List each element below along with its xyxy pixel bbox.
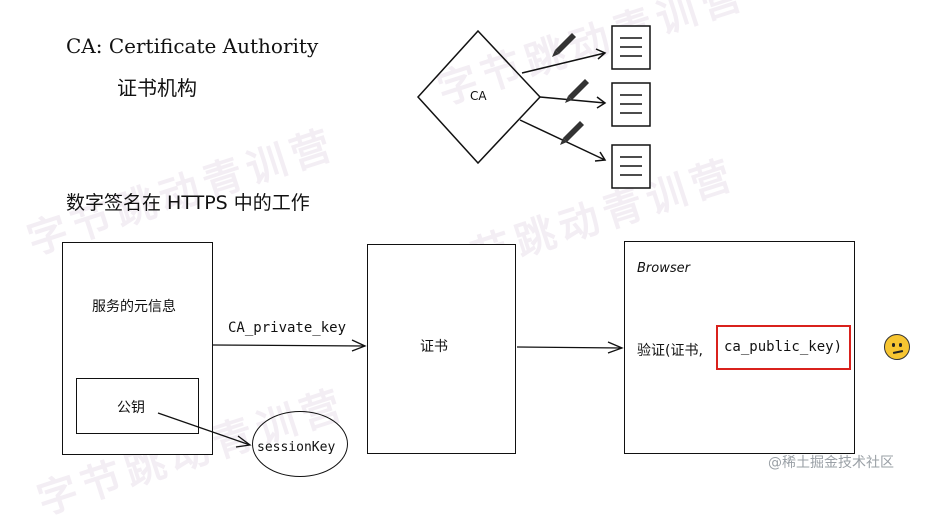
arrow-pubkey-to-session	[157, 412, 251, 446]
public-key-label: 公钥	[117, 400, 145, 416]
document-icon	[611, 144, 651, 189]
ca-private-key-label: CA_private_key	[228, 320, 347, 336]
ca-arrow-middle	[539, 96, 606, 104]
section-title: 数字签名在 HTTPS 中的工作	[66, 192, 310, 214]
arrow-server-to-cert	[212, 344, 366, 347]
title-chinese: 证书机构	[117, 76, 197, 100]
browser-box	[624, 241, 855, 454]
pencil-icon	[552, 33, 576, 57]
thinking-emoji-icon	[884, 334, 910, 360]
ca-diagram	[416, 25, 651, 189]
document-icon	[611, 25, 651, 70]
certificate-label: 证书	[420, 339, 448, 355]
server-meta-label: 服务的元信息	[92, 299, 176, 315]
session-key-ellipse	[252, 411, 348, 477]
document-icon	[611, 82, 651, 127]
ca-public-key-highlight	[716, 325, 851, 370]
browser-title: Browser	[637, 261, 690, 276]
ca-arrow-top	[521, 52, 606, 74]
pencil-icon	[565, 79, 589, 103]
public-key-box	[76, 378, 199, 434]
verify-label: 验证(证书,	[637, 343, 703, 359]
pencil-icon	[560, 121, 584, 145]
title-english: CA: Certificate Authority	[66, 34, 319, 58]
ca-diamond	[416, 29, 542, 165]
watermark-credit: @稀土掘金技术社区	[768, 455, 894, 471]
arrow-cert-to-browser	[516, 346, 623, 349]
ca-label: CA	[470, 89, 487, 103]
ca-public-key-text: ca_public_key)	[724, 339, 843, 355]
certificate-box	[367, 244, 516, 454]
session-key-label: sessionKey	[257, 440, 336, 455]
flow-arrows	[157, 339, 624, 448]
